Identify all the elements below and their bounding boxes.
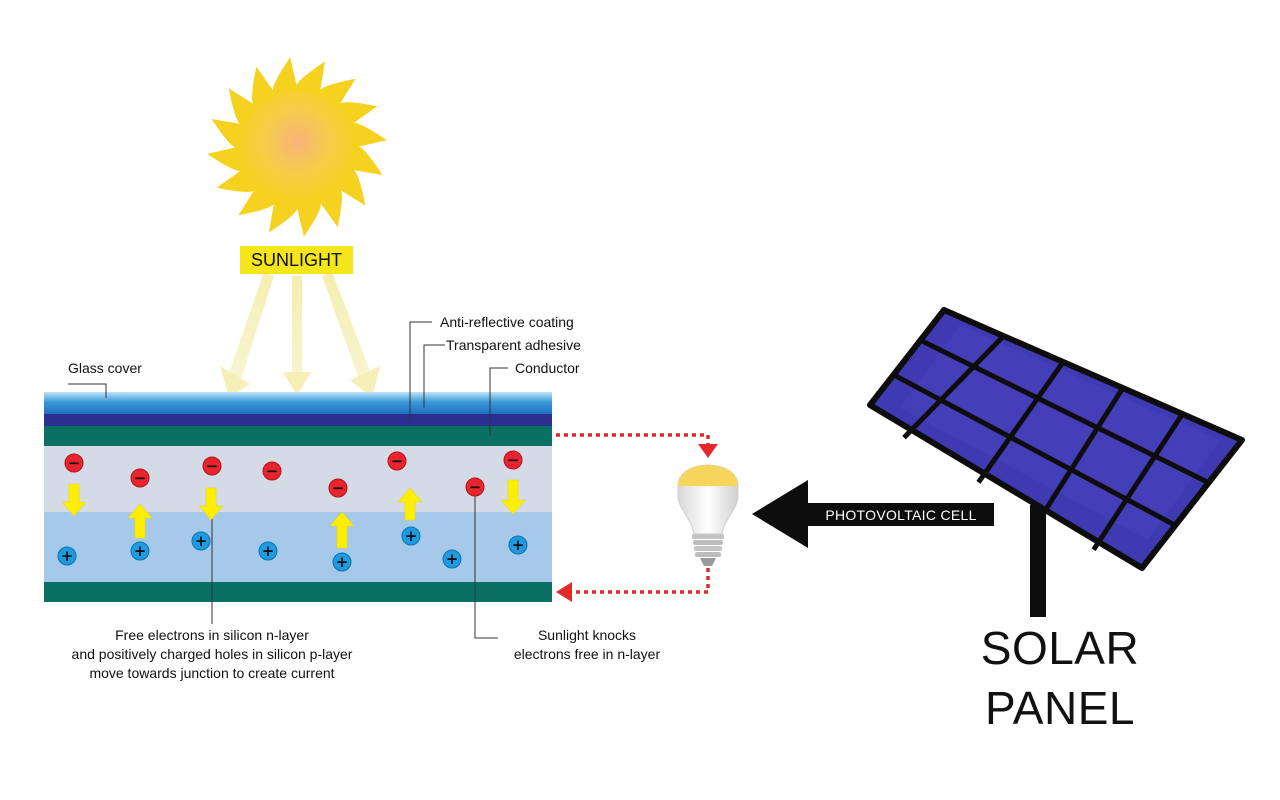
electron: − (465, 477, 485, 497)
sun-disc (241, 91, 353, 203)
p-layer (44, 512, 552, 582)
electron-sign: − (507, 451, 520, 469)
electron-sign: − (332, 479, 345, 497)
electron-sign: − (134, 469, 147, 487)
electron: − (387, 451, 407, 471)
glass-cover-layer (44, 392, 552, 414)
hole: + (442, 549, 462, 569)
charge-movement-arrows (61, 479, 526, 549)
electron: − (262, 461, 282, 481)
adhesive-layer (44, 414, 552, 426)
knock-caption-line-2: electrons free in n-layer (513, 646, 661, 662)
sunlight-label: SUNLIGHT (240, 246, 353, 274)
hole-sign: + (134, 542, 147, 560)
hole: + (401, 526, 421, 546)
hole: + (508, 535, 528, 555)
hole: + (258, 541, 278, 561)
sunlight-beams (220, 272, 380, 398)
electron-sign: − (391, 452, 404, 470)
hole-sign: + (512, 536, 525, 554)
hole-sign: + (446, 550, 459, 568)
hole: + (130, 541, 150, 561)
hole-sign: + (61, 547, 74, 565)
hole: + (57, 546, 77, 566)
charge-particles: − − − − − − − − + + + + + + + + (57, 450, 528, 572)
electron-sign: − (68, 454, 81, 472)
conductor-label: Conductor (515, 360, 580, 376)
electron: − (328, 478, 348, 498)
hole-sign: + (262, 542, 275, 560)
sun-icon (207, 57, 387, 237)
hole-sign: + (336, 553, 349, 571)
solar-panel-title: SOLAR PANEL (980, 622, 1140, 734)
adhesive-label: Transparent adhesive (446, 337, 581, 353)
electron: − (64, 453, 84, 473)
hole: + (332, 552, 352, 572)
electron-sign: − (206, 457, 219, 475)
conductor-top-layer (44, 426, 552, 446)
conductor-bottom-layer (44, 582, 552, 602)
electron: − (130, 468, 150, 488)
hole-sign: + (195, 532, 208, 550)
solar-panel-icon (867, 307, 1245, 617)
n-layer (44, 446, 552, 512)
photovoltaic-cell (44, 392, 552, 602)
hole-sign: + (405, 527, 418, 545)
glass-cover-label: Glass cover (68, 360, 142, 376)
electron: − (503, 450, 523, 470)
circuit-wire (556, 433, 718, 602)
electron-sign: − (266, 462, 279, 480)
junction-caption: Free electrons in silicon n-layer and po… (56, 626, 368, 683)
junction-caption-line-3: move towards junction to create current (89, 665, 335, 681)
junction-caption-line-1: Free electrons in silicon n-layer (115, 627, 309, 643)
light-bulb-icon (677, 464, 739, 566)
hole: + (191, 531, 211, 551)
electron: − (202, 456, 222, 476)
photovoltaic-cell-label: PHOTOVOLTAIC CELL (825, 507, 977, 523)
knock-caption-line-1: Sunlight knocks (537, 627, 637, 643)
leader-lines (68, 321, 508, 639)
junction-caption-line-2: and positively charged holes in silicon … (71, 646, 353, 662)
anti-reflective-label: Anti-reflective coating (440, 314, 574, 330)
electron-sign: − (469, 478, 482, 496)
knock-caption: Sunlight knocks electrons free in n-laye… (494, 626, 680, 664)
arrow-left-icon (752, 480, 994, 548)
